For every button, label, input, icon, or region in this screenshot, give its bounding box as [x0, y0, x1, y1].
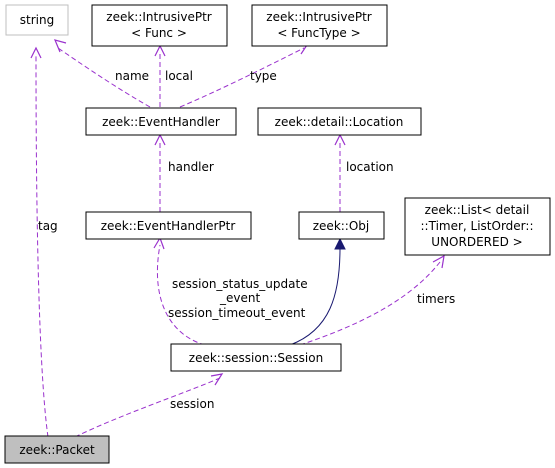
edge-label-name: name — [115, 69, 149, 83]
edge-label-session-status-1: session_status_update — [172, 277, 308, 291]
node-string-label: string — [20, 13, 54, 27]
edge-inheritance — [289, 237, 346, 346]
node-location-label: zeek::detail::Location — [275, 115, 404, 129]
node-event-handler[interactable]: zeek::EventHandler — [85, 107, 237, 136]
edge-label-tag: tag — [38, 219, 58, 233]
edge-session — [74, 373, 224, 438]
node-intrusiveptr-func[interactable]: zeek::IntrusivePtr < Func > — [91, 4, 228, 47]
node-obj-label: zeek::Obj — [313, 219, 370, 233]
edge-label-location: location — [346, 160, 394, 174]
edge-label-session: session — [170, 397, 214, 411]
node-list-line-2: ::Timer, ListOrder:: — [421, 219, 534, 233]
edge-label-session-status-2: _event — [219, 291, 260, 305]
node-intrusiveptr-functype[interactable]: zeek::IntrusivePtr < FuncType > — [251, 4, 388, 47]
edge-label-timers: timers — [417, 292, 455, 306]
node-location[interactable]: zeek::detail::Location — [257, 107, 422, 136]
edge-tag — [30, 46, 49, 438]
node-intrusiveptr-functype-line-2: < FuncType > — [277, 26, 360, 40]
node-session-label: zeek::session::Session — [189, 351, 323, 365]
edge-session-events — [153, 236, 206, 346]
node-list-line-3: UNORDERED > — [431, 235, 522, 249]
edge-handler — [154, 133, 166, 212]
edge-timers — [299, 254, 445, 346]
edge-type — [179, 44, 309, 108]
node-intrusiveptr-func-line-1: zeek::IntrusivePtr — [106, 10, 212, 24]
node-event-handler-ptr-label: zeek::EventHandlerPtr — [101, 219, 236, 233]
node-intrusiveptr-func-line-2: < Func > — [131, 26, 187, 40]
node-event-handler-ptr[interactable]: zeek::EventHandlerPtr — [85, 211, 252, 240]
edge-label-type: type — [250, 69, 277, 83]
node-list[interactable]: zeek::List< detail ::Timer, ListOrder:: … — [404, 197, 551, 256]
edge-label-handler: handler — [168, 160, 214, 174]
edge-label-local: local — [165, 69, 193, 83]
node-obj[interactable]: zeek::Obj — [298, 211, 385, 240]
edge-local — [154, 44, 166, 107]
edge-location — [334, 133, 346, 212]
node-packet[interactable]: zeek::Packet — [4, 435, 110, 464]
node-packet-label: zeek::Packet — [19, 443, 95, 457]
node-intrusiveptr-functype-line-1: zeek::IntrusivePtr — [266, 10, 372, 24]
node-event-handler-label: zeek::EventHandler — [102, 115, 220, 129]
edge-label-session-timeout: session_timeout_event — [168, 306, 306, 320]
node-session[interactable]: zeek::session::Session — [170, 343, 342, 372]
node-list-line-1: zeek::List< detail — [425, 203, 530, 217]
edge-name — [53, 39, 151, 108]
node-string[interactable]: string — [5, 4, 69, 36]
